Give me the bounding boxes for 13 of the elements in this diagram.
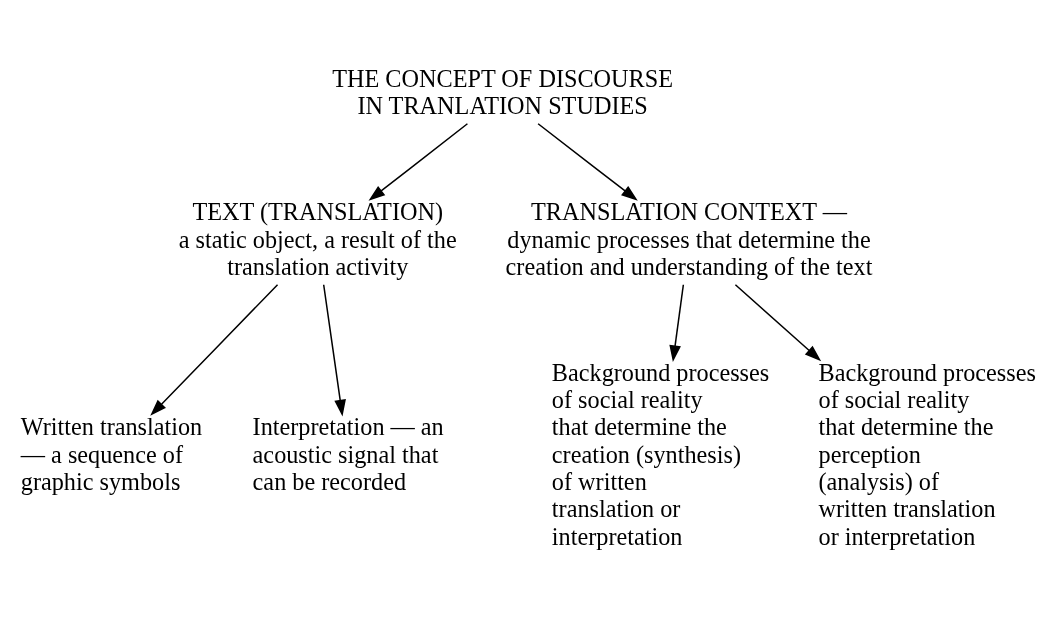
arrow xyxy=(669,284,685,362)
node-text: THE CONCEPT OF DISCOURSE IN TRANLATION STUDIES xyxy=(332,64,674,120)
arrow xyxy=(150,284,279,416)
arrow xyxy=(368,123,469,201)
node-text: Written translation — a sequence of graphic symbols xyxy=(20,413,203,495)
node-text: TRANSLATION CONTEXT — dynamic processes that determine the creation and understanding of the text xyxy=(505,198,873,280)
node-text: TEXT (TRANSLATION) a static object, a result of the translation activity xyxy=(178,198,457,280)
arrow xyxy=(734,284,822,362)
arrow xyxy=(322,284,346,417)
node-text: Interpretation — an acoustic signal that can be recorded xyxy=(252,413,444,495)
node-text: Background processes of social reality that determine the creation (synthesis) of written translation or interpretation xyxy=(551,358,770,550)
node-text: Background processes of social reality that determine the perception (analysis) of written translation or interpretation xyxy=(818,358,1036,550)
arrow xyxy=(537,123,638,201)
